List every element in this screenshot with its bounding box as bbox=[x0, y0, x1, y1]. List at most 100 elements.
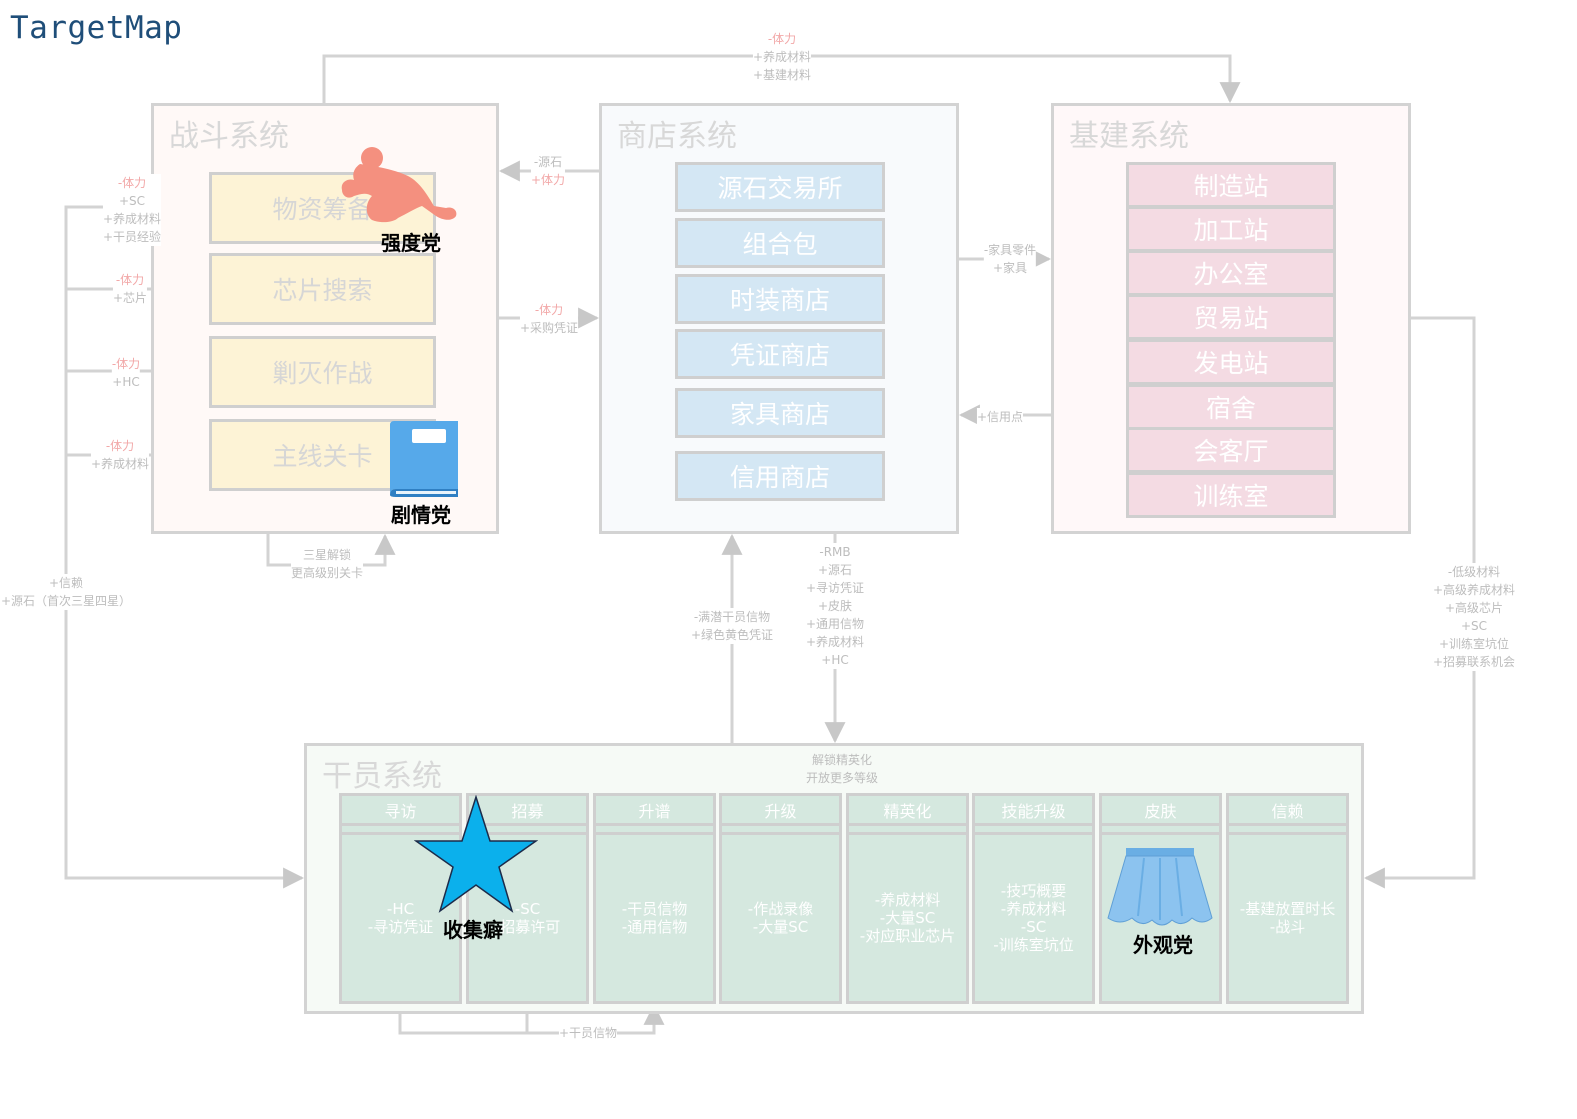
shop-system-title: 商店系统 bbox=[617, 119, 737, 154]
column-line: -SC bbox=[1020, 918, 1047, 936]
shop-item-bundle: 组合包 bbox=[675, 218, 885, 268]
label-line: +HC bbox=[821, 653, 849, 667]
label-line: -体力 bbox=[534, 303, 564, 317]
column-header: 皮肤 bbox=[1102, 796, 1219, 826]
base-item-power-plant: 发电站 bbox=[1126, 339, 1336, 385]
column-header: 升谱 bbox=[596, 796, 713, 826]
label-trust-left: +信赖 +源石（首次三星四星） bbox=[0, 574, 132, 610]
column-line: -技巧概要 bbox=[1000, 882, 1067, 900]
label-line: -体力 bbox=[105, 439, 135, 453]
shop-item-originium-exchange: 源石交易所 bbox=[675, 162, 885, 212]
label-line: +源石 bbox=[817, 563, 853, 577]
label-line: +信用点 bbox=[976, 410, 1024, 424]
label-line: +皮肤 bbox=[817, 599, 853, 613]
label-line: 开放更多等级 bbox=[805, 771, 879, 785]
label-line: +芯片 bbox=[112, 291, 148, 305]
label-line: 更高级别关卡 bbox=[290, 566, 364, 580]
column-line: -干员信物 bbox=[621, 900, 688, 918]
label-annihilation-left: -体力 +HC bbox=[111, 355, 141, 391]
label-line: +养成材料 bbox=[90, 457, 150, 471]
label-line: +家具 bbox=[992, 261, 1028, 275]
label-operator-to-shop: -满潜干员信物 +绿色黄色凭证 bbox=[690, 608, 774, 644]
operator-column-elite: 精英化 -养成材料 -大量SC -对应职业芯片 bbox=[846, 793, 969, 1004]
column-line: -对应职业芯片 bbox=[859, 927, 956, 945]
label-line: +寻访凭证 bbox=[805, 581, 865, 595]
label-line: +采购凭证 bbox=[519, 321, 579, 335]
base-item-trading-post: 贸易站 bbox=[1126, 294, 1336, 340]
column-body: -养成材料 -大量SC -对应职业芯片 bbox=[849, 832, 966, 1001]
label-battle-loop: 三星解锁 更高级别关卡 bbox=[290, 546, 364, 582]
operator-system-title: 干员系统 bbox=[322, 759, 442, 794]
label-base-to-operator: -低级材料 +高级养成材料 +高级芯片 +SC +训练室坑位 +招募联系机会 bbox=[1432, 563, 1516, 671]
column-body: -SC -招募许可 bbox=[469, 832, 586, 1001]
label-line: -家具零件 bbox=[983, 243, 1037, 257]
label-line: -源石 bbox=[533, 155, 563, 169]
column-line: -招募许可 bbox=[494, 918, 561, 936]
label-chip-left: -体力 +芯片 bbox=[112, 271, 148, 307]
base-item-training-room: 训练室 bbox=[1126, 472, 1336, 518]
label-line: 解锁精英化 bbox=[811, 753, 873, 767]
label-line: +HC bbox=[112, 375, 140, 389]
shop-item-furniture-store: 家具商店 bbox=[675, 388, 885, 438]
label-shop-to-operator: -RMB +源石 +寻访凭证 +皮肤 +通用信物 +养成材料 +HC bbox=[805, 543, 865, 669]
book-icon bbox=[390, 421, 458, 497]
label-line: 三星解锁 bbox=[302, 548, 352, 562]
label-line: +基建材料 bbox=[752, 68, 812, 82]
label-line: +招募联系机会 bbox=[1432, 655, 1516, 669]
column-line: -通用信物 bbox=[621, 918, 688, 936]
column-line: -养成材料 bbox=[1000, 900, 1067, 918]
column-line: -养成材料 bbox=[874, 891, 941, 909]
operator-column-level-up: 升级 -作战录像 -大量SC bbox=[719, 793, 842, 1004]
label-line: +源石（首次三星四星） bbox=[0, 594, 132, 608]
label-recruit-loop: +干员信物 bbox=[558, 1024, 618, 1042]
column-line: -作战录像 bbox=[747, 900, 814, 918]
column-body: -技巧概要 -养成材料 -SC -训练室坑位 bbox=[975, 832, 1092, 1001]
column-header: 升级 bbox=[722, 796, 839, 826]
label-line: +养成材料 bbox=[102, 212, 162, 226]
label-line: +体力 bbox=[530, 173, 566, 187]
label-line: +高级芯片 bbox=[1444, 601, 1504, 615]
label-battle-to-base: -体力 +养成材料 +基建材料 bbox=[752, 30, 812, 84]
shop-item-outfit-store: 时装商店 bbox=[675, 274, 885, 324]
label-line: -低级材料 bbox=[1447, 565, 1501, 579]
column-line: -战斗 bbox=[1269, 918, 1306, 936]
label-line: +高级养成材料 bbox=[1432, 583, 1516, 597]
base-system-title: 基建系统 bbox=[1069, 119, 1189, 154]
label-line: +SC bbox=[118, 194, 146, 208]
base-item-reception-room: 会客厅 bbox=[1126, 427, 1336, 473]
label-line: +信赖 bbox=[48, 576, 84, 590]
column-body: -HC -寻访凭证 bbox=[342, 832, 459, 1001]
column-line: -大量SC bbox=[879, 909, 936, 927]
shop-item-credit-store: 信用商店 bbox=[675, 451, 885, 501]
label-supply-left: -体力 +SC +养成材料 +干员经验 bbox=[102, 174, 162, 246]
base-item-office: 办公室 bbox=[1126, 250, 1336, 296]
battle-item-supply: 物资筹备 bbox=[209, 172, 436, 244]
column-body: -作战录像 -大量SC bbox=[722, 832, 839, 1001]
label-shop-to-base: -家具零件 +家具 bbox=[983, 241, 1037, 277]
skirt-icon bbox=[1107, 848, 1213, 926]
label-line: +干员经验 bbox=[102, 230, 162, 244]
label-base-to-shop: +信用点 bbox=[976, 408, 1024, 426]
operator-column-headhunting: 寻访 -HC -寻访凭证 bbox=[339, 793, 462, 1004]
label-line: -满潜干员信物 bbox=[693, 610, 771, 624]
operator-column-trust: 信赖 -基建放置时长 -战斗 bbox=[1226, 793, 1349, 1004]
label-line: -体力 bbox=[115, 273, 145, 287]
label-line: -RMB bbox=[819, 545, 851, 559]
operator-column-skill-up: 技能升级 -技巧概要 -养成材料 -SC -训练室坑位 bbox=[972, 793, 1095, 1004]
stamp-story: 剧情党 bbox=[391, 503, 451, 527]
muscle-figure-icon bbox=[341, 147, 457, 223]
label-line: -体力 bbox=[111, 357, 141, 371]
label-line: +训练室坑位 bbox=[1438, 637, 1510, 651]
label-line: +养成材料 bbox=[805, 635, 865, 649]
column-line: -大量SC bbox=[752, 918, 809, 936]
column-line: -训练室坑位 bbox=[993, 936, 1074, 954]
battle-item-chip: 芯片搜索 bbox=[209, 253, 436, 325]
page-title: TargetMap bbox=[10, 10, 183, 46]
stamp-strength: 强度党 bbox=[381, 231, 441, 255]
column-body bbox=[1102, 832, 1219, 1001]
label-line: +养成材料 bbox=[752, 50, 812, 64]
column-header: 技能升级 bbox=[975, 796, 1092, 826]
base-item-factory: 制造站 bbox=[1126, 162, 1336, 208]
label-line: +SC bbox=[1460, 619, 1488, 633]
